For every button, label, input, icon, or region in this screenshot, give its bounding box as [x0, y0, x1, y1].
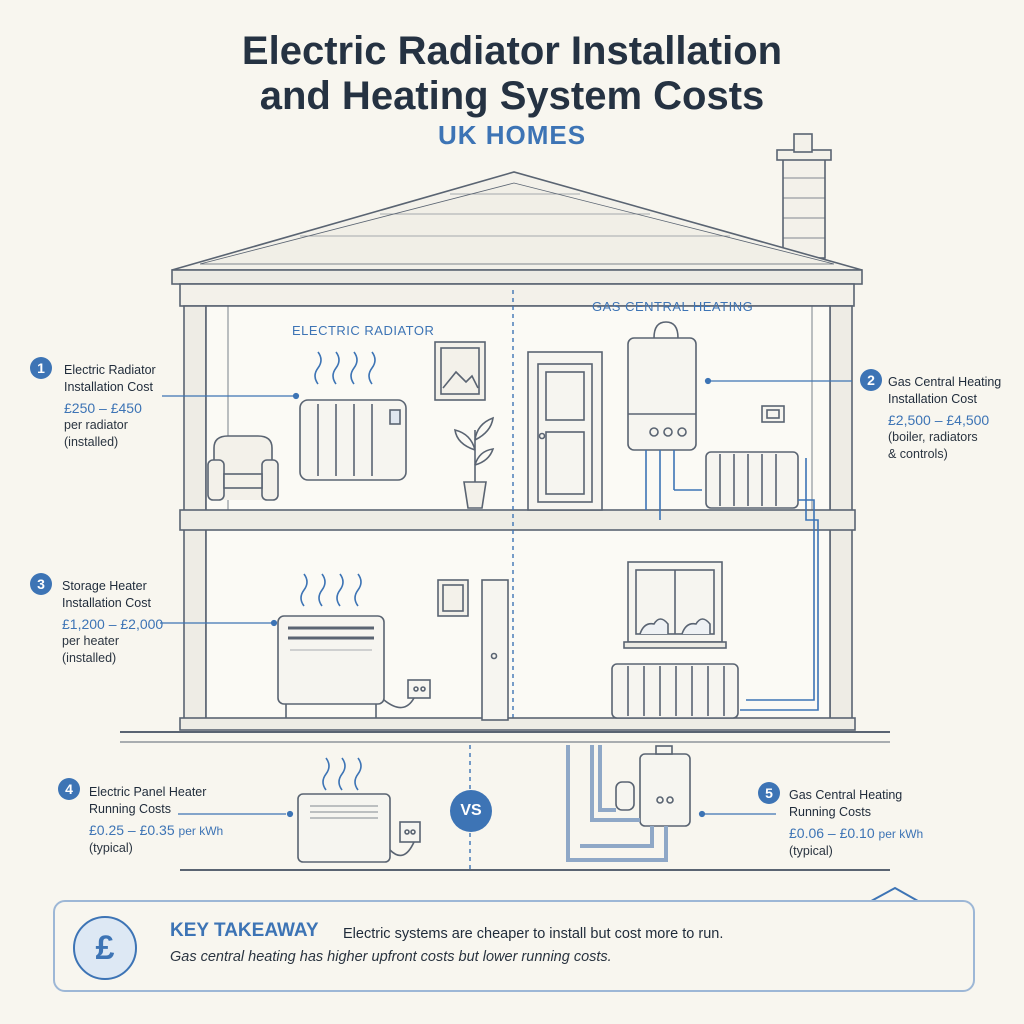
- callout-note: (installed): [64, 435, 119, 449]
- callout-title: Running Costs: [789, 805, 871, 819]
- wall-picture: [434, 341, 486, 401]
- takeaway-line-2: Gas central heating has higher upfront c…: [170, 949, 612, 965]
- callout-title: Electric Radiator: [64, 363, 156, 377]
- pound-icon: £: [73, 916, 137, 980]
- callout-title: Installation Cost: [888, 392, 977, 406]
- chimney: [776, 133, 832, 259]
- callout-title: Running Costs: [89, 802, 171, 816]
- callout-title: Installation Cost: [64, 380, 153, 394]
- vs-badge: VS: [450, 790, 492, 832]
- roof: [171, 171, 863, 307]
- callout-price: £0.06 – £0.10 per kWh: [789, 825, 959, 843]
- callout-price: £1,200 – £2,000: [62, 616, 164, 632]
- electric-radiator-illustration: [299, 351, 407, 481]
- callout-leaders: [160, 377, 852, 818]
- callout-5-badge: 5: [758, 782, 780, 804]
- callout-title: Gas Central Heating: [888, 375, 1002, 389]
- page-title-line-1: Electric Radiator Installation: [241, 29, 783, 73]
- callout-price-value: £0.25 – £0.35: [89, 822, 175, 838]
- callout-note: (typical): [789, 844, 833, 858]
- callout-note: per radiator: [64, 418, 128, 432]
- callout-price-unit: per kWh: [878, 827, 924, 841]
- gas-room-label: GAS CENTRAL HEATING: [592, 299, 754, 314]
- callout-1-badge: 1: [30, 357, 52, 379]
- page-subtitle: UK HOMES: [437, 120, 587, 150]
- callout-panel-running: Electric Panel Heater Running Costs £0.2…: [89, 784, 239, 857]
- callout-electric-install: Electric Radiator Installation Cost £250…: [64, 362, 194, 451]
- callout-gas-install: Gas Central Heating Installation Cost £2…: [888, 374, 1018, 463]
- callout-price: £2,500 – £4,500: [888, 412, 990, 428]
- potted-plant: [454, 416, 495, 509]
- callout-note: & controls): [888, 447, 948, 461]
- downstairs-door: [481, 579, 509, 721]
- callout-title: Electric Panel Heater: [89, 785, 207, 799]
- callout-note: (boiler, radiators: [888, 430, 978, 444]
- callout-price-unit: per kWh: [178, 824, 224, 838]
- callout-price-value: £0.06 – £0.10: [789, 825, 875, 841]
- callout-2-badge: 2: [860, 369, 882, 391]
- callout-gas-running: Gas Central Heating Running Costs £0.06 …: [789, 787, 959, 860]
- downstairs-window: [623, 561, 727, 649]
- electric-room-label: ELECTRIC RADIATOR: [292, 323, 435, 338]
- callout-title: Storage Heater: [62, 579, 147, 593]
- callout-4-badge: 4: [58, 778, 80, 800]
- armchair: [207, 435, 279, 501]
- callout-price: £0.25 – £0.35 per kWh: [89, 822, 239, 840]
- callout-note: (installed): [62, 651, 117, 665]
- page-title-line-2: and Heating System Costs: [259, 74, 765, 118]
- storage-heater-illustration: [277, 573, 431, 718]
- callout-storage-install: Storage Heater Installation Cost £1,200 …: [62, 578, 192, 667]
- key-takeaway-box: £ KEY TAKEAWAY Electric systems are chea…: [53, 900, 975, 992]
- downstairs-picture: [437, 579, 469, 617]
- thermostat-illustration: [761, 405, 785, 423]
- gas-boiler-illustration: [627, 321, 702, 520]
- callout-title: Gas Central Heating: [789, 788, 903, 802]
- callout-note: (typical): [89, 841, 133, 855]
- callout-note: per heater: [62, 634, 119, 648]
- callout-price: £250 – £450: [64, 400, 142, 416]
- callout-3-badge: 3: [30, 573, 52, 595]
- takeaway-line-1: Electric systems are cheaper to install …: [343, 926, 724, 942]
- callout-title: Installation Cost: [62, 596, 151, 610]
- downstairs-radiator: [611, 663, 739, 719]
- upstairs-door: [527, 351, 603, 511]
- takeaway-title: KEY TAKEAWAY: [170, 920, 319, 941]
- upstairs-radiator: [705, 451, 819, 711]
- panel-heater-illustration: [297, 757, 421, 863]
- basement-boiler-illustration: [566, 745, 691, 862]
